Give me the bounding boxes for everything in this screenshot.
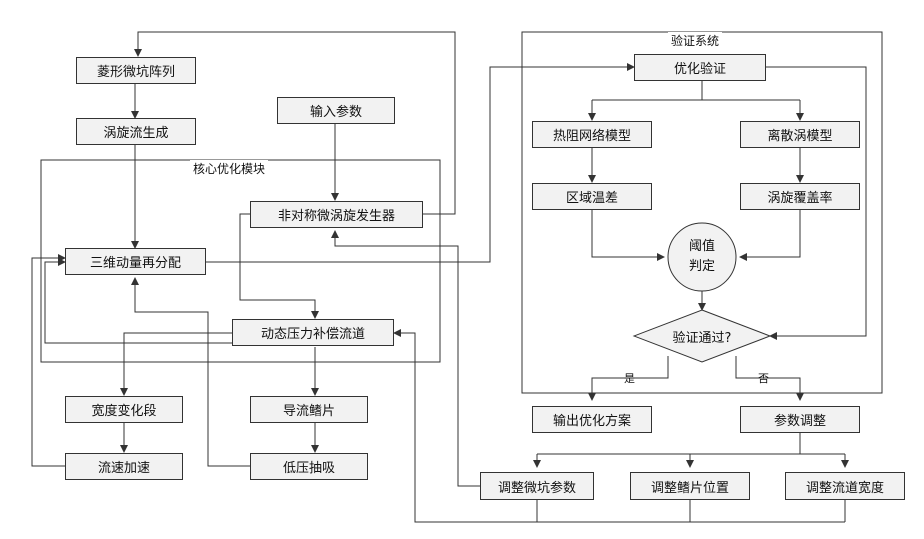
no-label: 否 [758,370,769,386]
adjust-fin-position-node[interactable]: 调整鳍片位置 [630,472,750,500]
input-params-node[interactable]: 输入参数 [277,97,395,124]
edge-momentum-to-verify [206,67,634,262]
discrete-vortex-node[interactable]: 离散涡模型 [740,121,860,148]
edge-generator-to-channel [240,214,315,318]
edge-pit-to-generator [335,231,480,486]
momentum-redistribution-node[interactable]: 三维动量再分配 [65,248,206,275]
core-module-label: 核心优化模块 [190,160,268,177]
edge-temp-to-threshold [592,210,664,257]
param-adjust-node[interactable]: 参数调整 [740,406,860,433]
asym-vortex-generator-node[interactable]: 非对称微涡旋发生器 [250,201,423,228]
regional-temp-diff-node[interactable]: 区域温差 [532,183,652,210]
guide-fins-node[interactable]: 导流鳍片 [250,396,368,423]
flow-acceleration-node[interactable]: 流速加速 [65,453,183,480]
edge-channel-to-width [124,333,232,395]
vortex-generation-node[interactable]: 涡旋流生成 [76,118,196,145]
thermal-network-node[interactable]: 热阻网络模型 [532,121,652,148]
edge-suction-to-momentum [135,278,250,466]
verify-pass-text: 验证通过? [644,327,760,346]
yes-label: 是 [624,370,635,386]
output-plan-node[interactable]: 输出优化方案 [532,406,652,433]
adjust-channel-width-node[interactable]: 调整流道宽度 [785,472,905,500]
edge-coverage-to-threshold [740,210,800,257]
verify-system-label: 验证系统 [668,32,722,49]
threshold-judge-text: 阈值 判定 [668,237,736,277]
low-pressure-suction-node[interactable]: 低压抽吸 [250,453,368,480]
vortex-coverage-node[interactable]: 涡旋覆盖率 [740,183,860,210]
diamond-pit-array-node[interactable]: 菱形微坑阵列 [76,57,196,84]
adjust-pit-params-node[interactable]: 调整微坑参数 [480,472,594,500]
optimize-verify-node[interactable]: 优化验证 [634,54,766,81]
width-variation-node[interactable]: 宽度变化段 [65,396,183,423]
dynamic-pressure-channel-node[interactable]: 动态压力补偿流道 [232,319,394,346]
